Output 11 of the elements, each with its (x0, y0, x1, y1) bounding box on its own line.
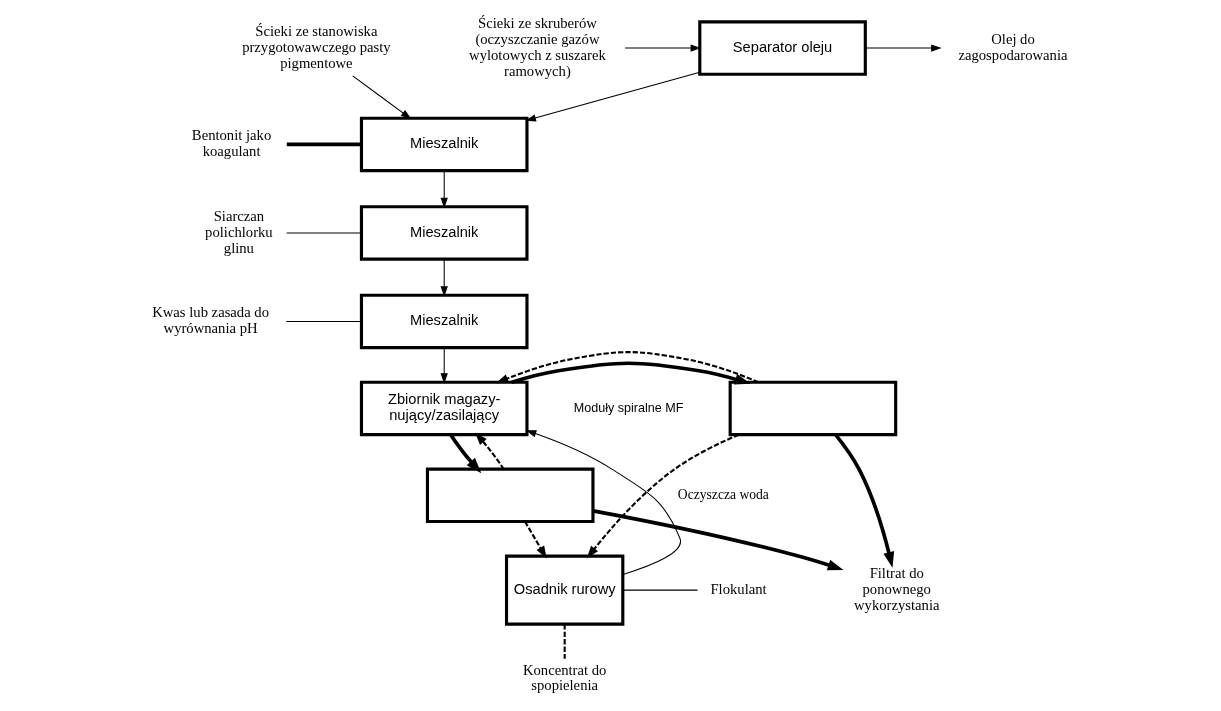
label: Moduły spiralne MF (573, 400, 684, 415)
node-text: Siarczan polichlorku glinu (205, 208, 273, 256)
node-text: Filtrat do ponownego wykorzystania (854, 565, 940, 613)
node-text: Koncentrat do spopielenia (522, 661, 607, 694)
node-text: Bentonit jako koagulant (191, 127, 272, 160)
node-text: Olej do zagospodarowania (958, 31, 1068, 63)
node-text: Kwas lub zasada do wyrównania pH (152, 304, 270, 337)
node-text: Ścieki ze stanowiska przygotowawczego pasty pigmentowe (242, 23, 391, 71)
node-text: Ścieki ze skruberów (oczyszczanie gazów wylotowych z suszarek ramowych) (469, 15, 606, 79)
node-text: Flokulant (710, 581, 767, 598)
edge-label: Oczyszcza woda (677, 486, 769, 502)
